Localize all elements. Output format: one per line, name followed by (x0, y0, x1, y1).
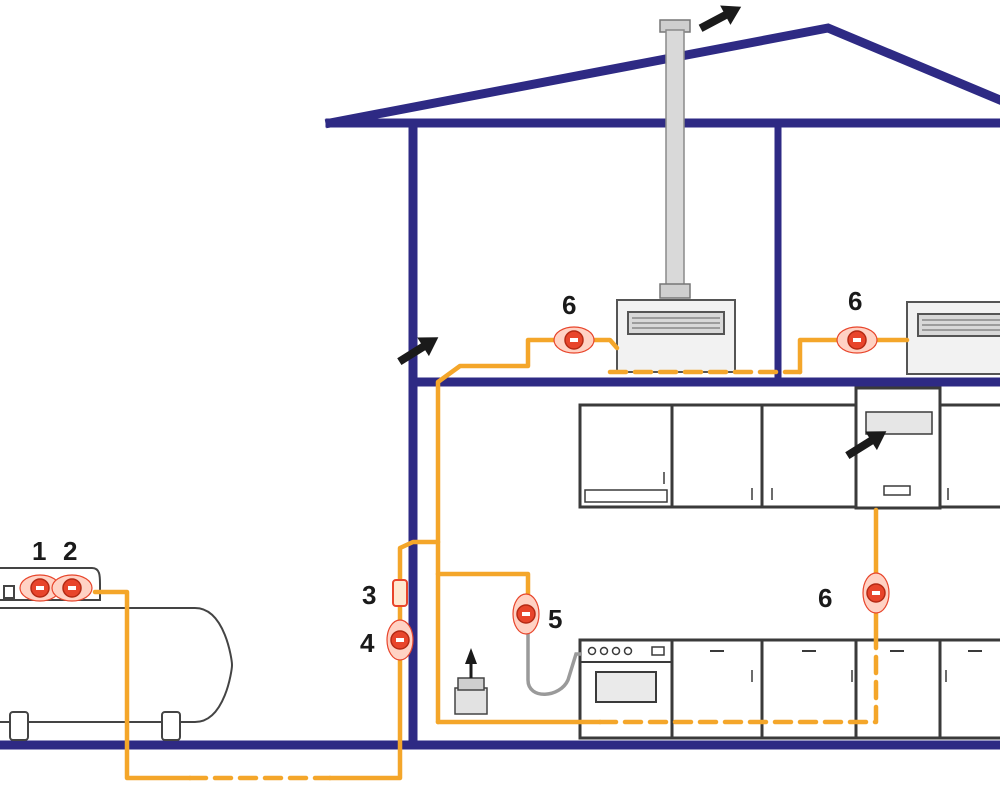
boiler-right (906, 301, 1000, 375)
label-valve-6-kitchen: 6 (818, 583, 832, 613)
label-valve-1: 1 (32, 536, 46, 566)
pipe-main-riser (435, 337, 563, 725)
roof (324, 23, 1000, 129)
boiler-left (616, 299, 736, 373)
valves (19, 326, 890, 661)
label-valve-6-right: 6 (848, 286, 862, 316)
upper-cabinets (578, 386, 1000, 510)
pipe-riser-outside (327, 539, 441, 781)
pipe-tank-outlet (92, 589, 193, 781)
valve-1-gas-valve-icon (19, 574, 61, 602)
stove-flex-hose (526, 620, 582, 696)
hood-vent-arrow-airflow-arrow-icon (845, 431, 887, 460)
pipe-component-3 (392, 579, 408, 607)
valve-4-gas-valve-icon (386, 619, 414, 661)
label-valve-6-left: 6 (562, 290, 576, 320)
ventilation-arrows (397, 5, 887, 460)
valve-6-right-gas-valve-icon (836, 326, 878, 354)
label-valve-4: 4 (360, 628, 375, 658)
gas-detector-icon (454, 648, 488, 715)
pipe-boiler-left-feed (587, 337, 620, 351)
tank-body (0, 607, 234, 723)
pipe-boiler-right-feed (797, 337, 910, 375)
valve-2-gas-valve-icon (51, 574, 93, 602)
pipe-stove-branch (435, 571, 531, 607)
label-valve-2: 2 (63, 536, 77, 566)
tank-fitting (3, 585, 15, 599)
tank-foot-right (161, 711, 181, 741)
tank-foot-left (9, 711, 29, 741)
pipe-floor-run-hidden (597, 645, 879, 725)
house-structure (0, 23, 1000, 750)
component-labels: 1 2 3 4 5 6 6 6 (32, 286, 862, 658)
label-component-3: 3 (362, 580, 376, 610)
valve-6-left-gas-valve-icon (553, 326, 595, 354)
chimney (659, 19, 691, 299)
valve-6-kitchen-gas-valve-icon (862, 572, 890, 614)
valve-5-gas-valve-icon (512, 593, 540, 635)
label-valve-5: 5 (548, 604, 562, 634)
roof-vent-arrow-airflow-arrow-icon (698, 5, 742, 32)
wall-vent-arrow-airflow-arrow-icon (397, 337, 439, 366)
